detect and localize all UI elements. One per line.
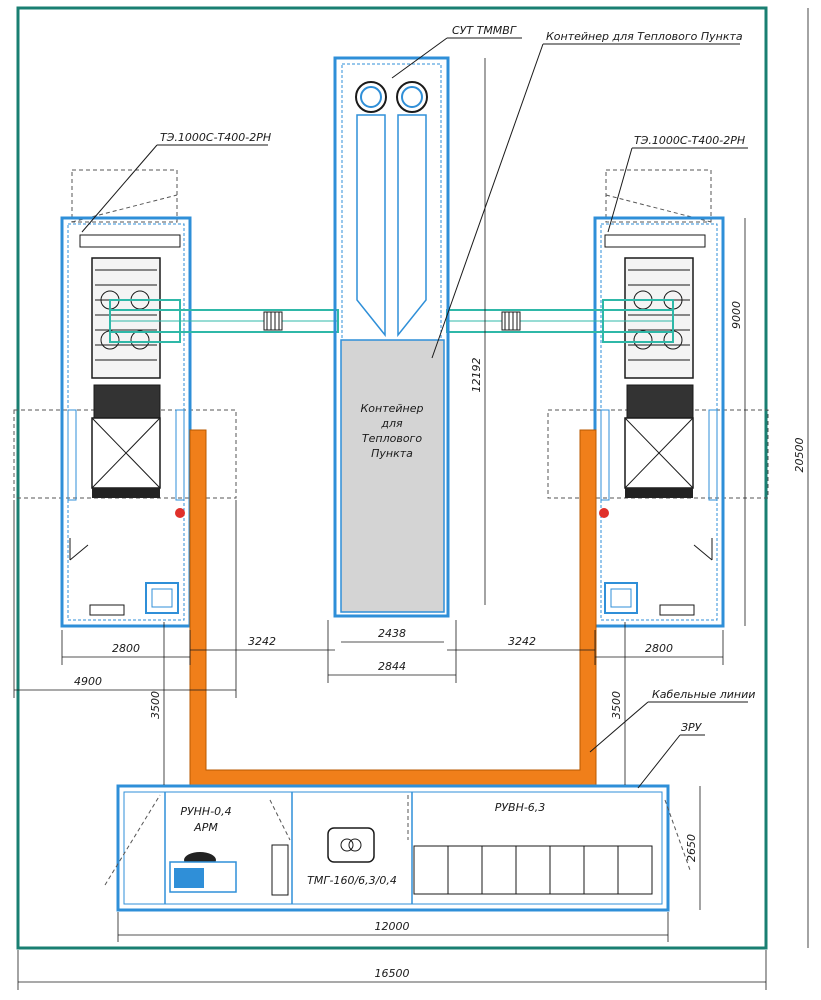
cable-lines-label: Кабельные линии <box>652 688 755 701</box>
dim-3242-right: 3242 <box>508 635 536 648</box>
transformer-label: ТМГ-160/6,3/0,4 <box>307 874 397 887</box>
dim-3500-left: 3500 <box>149 691 162 719</box>
zru-outer <box>116 784 670 912</box>
dim-2844: 2844 <box>378 660 406 673</box>
container-inner-line2: для <box>380 417 403 430</box>
gen-right-label: ТЭ.1000С-Т400-2РН <box>634 134 745 147</box>
dim-3242-left: 3242 <box>248 635 276 648</box>
heat-pipes <box>109 299 674 343</box>
container-callout-label: Контейнер для Теплового Пункта <box>546 30 743 43</box>
ruvn-label: РУВН-6,3 <box>495 801 546 814</box>
fan-left <box>355 81 387 113</box>
central-heat-container: Контейнер для Теплового Пункта <box>333 56 450 618</box>
dim-4900: 4900 <box>74 675 102 688</box>
dim-2800-right: 2800 <box>645 642 673 655</box>
gen-left-container <box>60 216 192 628</box>
gen-left-label: ТЭ.1000С-Т400-2РН <box>160 131 271 144</box>
heat-unit-label: СУТ ТММВГ <box>452 24 517 37</box>
dim-12000: 12000 <box>375 920 410 933</box>
dim-3500-right: 3500 <box>610 691 623 719</box>
dim-2650: 2650 <box>685 834 698 862</box>
transformer-box <box>327 827 375 863</box>
dim-20500: 20500 <box>793 438 806 473</box>
dim-2438: 2438 <box>378 627 406 640</box>
gen-right-electrical-cabinet <box>604 582 638 614</box>
site-boundary <box>16 6 768 950</box>
gen-right-engine <box>624 257 694 379</box>
gen-right-roof-dashed <box>605 169 712 223</box>
dim-9000: 9000 <box>730 301 743 329</box>
ruvn-cells <box>413 845 653 895</box>
dim-16500: 16500 <box>375 967 410 980</box>
dim-12192: 12192 <box>470 358 483 393</box>
gen-left-electrical-cabinet <box>145 582 179 614</box>
zru-label: ЗРУ <box>681 721 703 734</box>
dim-2800-left: 2800 <box>112 642 140 655</box>
gen-right-container <box>593 216 725 628</box>
gen-left-roof-dashed <box>71 169 178 223</box>
container-inner-line1: Контейнер <box>361 402 424 415</box>
heat-point-container <box>340 339 445 613</box>
arm-label: АРМ <box>193 821 218 834</box>
gen-left-engine <box>91 257 161 379</box>
generator-right <box>547 169 769 628</box>
runn-label: РУНН-0,4 <box>180 805 231 818</box>
container-inner-line3: Теплового <box>362 432 422 445</box>
central-container-outer <box>333 56 450 618</box>
zru-building: РУНН-0,4 АРМ РУВН-6,3 ТМГ-160/6,3/0,4 <box>104 784 691 912</box>
container-inner-line4: Пункта <box>371 447 413 460</box>
fan-right <box>396 81 428 113</box>
